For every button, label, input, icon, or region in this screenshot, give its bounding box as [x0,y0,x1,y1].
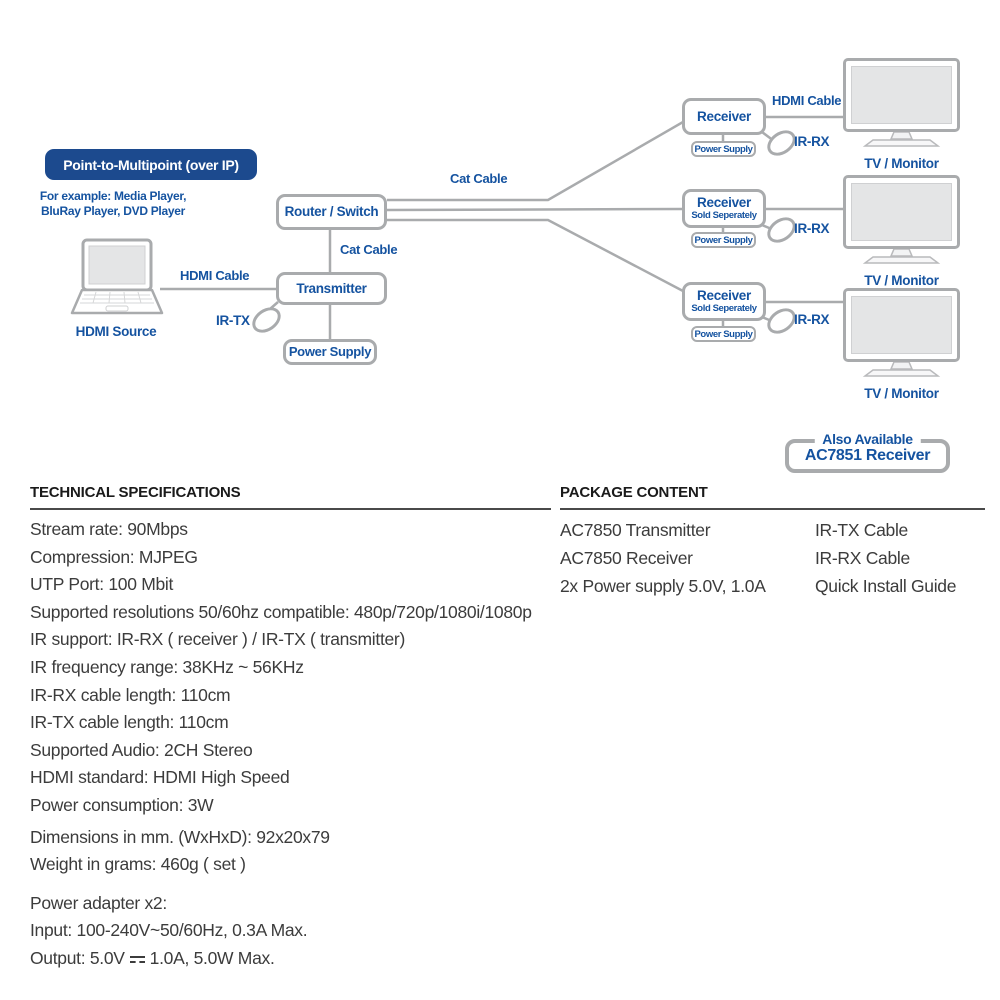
ir-rx-label-1: IR-RX [794,134,830,149]
receiver-2-power-supply-label: Power Supply [694,234,753,246]
cat-cable-label-mid: Cat Cable [340,242,398,257]
receiver-2-node: Receiver Sold Seperately [682,189,766,228]
spec-line: Power consumption: 3W [30,794,214,815]
package-item: 2x Power supply 5.0V, 1.0A [560,576,766,596]
ir-tx-label: IR-TX [216,313,250,328]
ir-rx-label-2: IR-RX [794,221,830,236]
section-rule [30,508,551,510]
router-switch-node: Router / Switch [276,194,387,230]
technical-specifications-section: TECHNICAL SPECIFICATIONS Stream rate: 90… [30,484,551,973]
receiver-1-power-supply-node: Power Supply [691,141,756,157]
receiver-2-label: Receiver [697,195,751,210]
tv-monitor-label-1: TV / Monitor [864,156,939,171]
spec-line: HDMI standard: HDMI High Speed [30,767,290,788]
line-router-to-receiver-3 [387,218,684,293]
tv-monitor-label-2: TV / Monitor [864,273,939,288]
receiver-3-node: Receiver Sold Seperately [682,282,766,321]
package-content-heading: PACKAGE CONTENT [560,484,708,501]
tv-screen [851,183,952,241]
line-router-to-receiver-1 [387,120,684,202]
spec-line: IR-TX cable length: 110cm [30,712,229,733]
tv-screen [851,66,952,124]
tv-monitor-3: TV / Monitor [843,288,960,401]
tv-frame-icon [843,58,960,132]
tv-monitor-label-3: TV / Monitor [864,386,939,401]
section-rule [560,508,985,510]
example-line-1: For example: Media Player, [39,189,187,203]
spec-line-dimensions: Dimensions in mm. (WxHxD): 92x20x79 [30,826,330,847]
also-available-title: Also Available [814,431,921,447]
tv-frame-icon [843,175,960,249]
spec-line-weight: Weight in grams: 460g ( set ) [30,854,246,875]
output-prefix: Output: 5.0V [30,947,125,968]
receiver-3-power-supply-label: Power Supply [694,328,753,340]
package-item: AC7850 Transmitter [560,520,711,540]
also-available-box: Also Available AC7851 Receiver [785,431,950,473]
package-item: AC7850 Receiver [560,548,693,568]
tv-frame-icon [843,288,960,362]
receiver-3-power-supply-node: Power Supply [691,326,756,342]
package-item: IR-RX Cable [815,548,910,568]
technical-specifications-heading: TECHNICAL SPECIFICATIONS [30,484,241,501]
package-item: IR-TX Cable [815,520,908,540]
tv-monitor-2: TV / Monitor [843,175,960,288]
output-suffix: 1.0A, 5.0W Max. [149,947,275,968]
transmitter-node: Transmitter [276,272,387,305]
receiver-2-power-supply-node: Power Supply [691,232,756,248]
spec-line: IR frequency range: 38KHz ~ 56KHz [30,656,304,677]
receiver-2-sold-separately-label: Sold Seperately [691,210,757,221]
receiver-3-label: Receiver [697,288,751,303]
spec-line-power-adapter: Power adapter x2: [30,892,167,913]
spec-line-output: Output: 5.0V 1.0A, 5.0W Max. [30,945,551,973]
tv-stand-icon [862,361,941,377]
point-to-multipoint-badge: Point-to-Multipoint (over IP) [45,149,257,180]
transmitter-label: Transmitter [296,280,367,296]
receiver-3-sold-separately-label: Sold Seperately [691,303,757,314]
tv-stand-icon [862,248,941,264]
example-line-2: BluRay Player, DVD Player [41,204,185,218]
laptop-icon [70,238,164,315]
tv-stand-icon [862,131,941,147]
package-content-section: PACKAGE CONTENT AC7850 Transmitter IR-TX… [560,484,985,600]
spec-line: IR-RX cable length: 110cm [30,684,231,705]
spec-line: Compression: MJPEG [30,546,198,567]
spec-line: Supported resolutions 50/60hz compatible… [30,601,532,622]
hdmi-cable-label-source: HDMI Cable [180,268,250,283]
hdmi-cable-label-receiver-1: HDMI Cable [772,93,842,108]
ir-rx-label-3: IR-RX [794,312,830,327]
spec-line: IR support: IR-RX ( receiver ) / IR-TX (… [30,629,405,650]
tv-screen [851,296,952,354]
spec-line-input: Input: 100-240V~50/60Hz, 0.3A Max. [30,920,308,941]
example-sources-text: For example: Media Player, BluRay Player… [38,189,188,219]
spec-line: Stream rate: 90Mbps [30,519,188,539]
receiver-1-label: Receiver [697,108,751,124]
hdmi-source-label: HDMI Source [75,324,157,339]
package-item: Quick Install Guide [815,576,957,596]
package-content-list: AC7850 Transmitter IR-TX Cable AC7850 Re… [560,516,985,600]
cat-cable-label-top: Cat Cable [450,171,508,186]
transmitter-power-supply-label: Power Supply [288,344,372,359]
transmitter-power-supply-node: Power Supply [283,339,377,365]
router-switch-label: Router / Switch [284,204,379,219]
tv-monitor-1: TV / Monitor [843,58,960,171]
dc-symbol-icon [129,955,145,964]
also-available-product: AC7851 Receiver [804,447,931,464]
line-router-to-receiver-2 [386,207,684,212]
spec-line: Supported Audio: 2CH Stereo [30,739,253,760]
spec-line: UTP Port: 100 Mbit [30,574,174,595]
receiver-1-power-supply-label: Power Supply [694,143,753,155]
receiver-1-node: Receiver [682,98,766,135]
